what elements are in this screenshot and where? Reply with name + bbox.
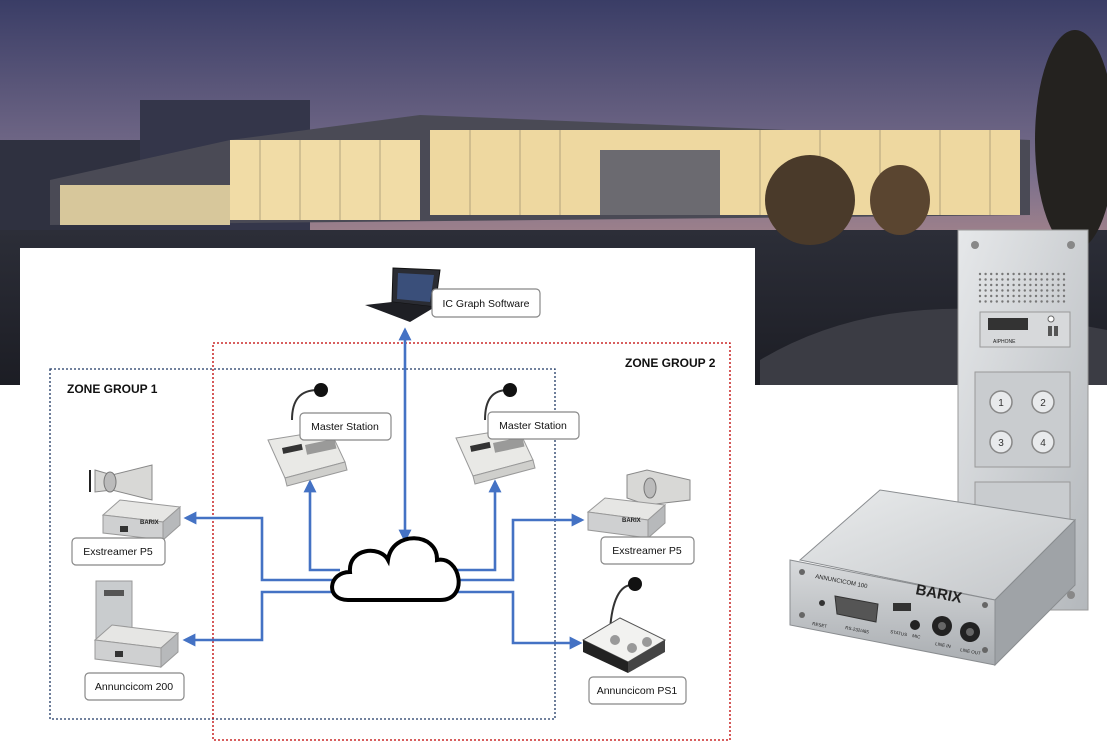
zone-group-1-box <box>49 368 556 720</box>
port-label: RESET <box>812 621 828 629</box>
cloud-icon <box>330 536 461 602</box>
exstreamer-right-label: Exstreamer P5 <box>612 545 682 557</box>
keypad-button-label: 2 <box>1040 398 1046 409</box>
keypad-button-1[interactable]: 1 <box>989 390 1013 414</box>
keypad-button-2[interactable]: 2 <box>1031 390 1055 414</box>
master-station-2-box <box>487 411 580 440</box>
intercom-brand: AIPHONE <box>993 339 1016 345</box>
barix-logo-text: BARIX <box>140 520 159 526</box>
master-station-2-label: Master Station <box>499 420 567 432</box>
annuncicom-200-box <box>84 672 185 701</box>
keypad-button-label: 3 <box>998 438 1004 449</box>
link-master-1 <box>303 479 340 572</box>
link-annuncicom-200 <box>182 590 340 647</box>
horn-speaker-icon <box>626 469 691 506</box>
port-label: LINE IN <box>935 641 951 649</box>
port-label: STATUS <box>890 629 908 637</box>
annuncicom-200-icon <box>93 580 180 669</box>
software-label: IC Graph Software <box>443 298 530 310</box>
port-label: LINE OUT <box>960 647 982 656</box>
exstreamer-box-icon: BARIX <box>586 497 667 540</box>
exstreamer-left-box <box>71 537 166 566</box>
master-station-1-label: Master Station <box>311 421 379 433</box>
port-label: MIC <box>912 633 922 640</box>
keypad-button-label: 1 <box>998 398 1004 409</box>
link-exstreamer-left <box>183 511 340 582</box>
master-station-icon <box>267 383 348 487</box>
network-links <box>182 327 585 650</box>
master-station-1-box <box>299 412 392 441</box>
exstreamer-left-label: Exstreamer P5 <box>83 546 153 558</box>
exstreamer-box-icon: BARIX <box>101 499 182 542</box>
master-station-icon <box>455 383 536 485</box>
horn-speaker-icon <box>89 464 153 501</box>
annuncicom-200-label: Annuncicom 200 <box>95 681 173 693</box>
zone-group-1-label: ZONE GROUP 1 <box>67 382 158 396</box>
zone-group-2-box <box>212 342 731 741</box>
software-label-box <box>431 288 541 318</box>
barix-logo-text: BARIX <box>622 518 641 524</box>
link-master-2 <box>440 479 502 572</box>
keypad-button-3[interactable]: 3 <box>989 430 1013 454</box>
link-exstreamer-right <box>440 513 585 582</box>
laptop-icon <box>365 267 441 322</box>
annuncicom-ps1-box <box>588 676 687 705</box>
exstreamer-right-box <box>600 536 695 565</box>
keypad-button-4[interactable]: 4 <box>1031 430 1055 454</box>
port-label: RS-232/485 <box>845 625 870 635</box>
link-annuncicom-ps1 <box>440 590 583 650</box>
zone-group-2-label: ZONE GROUP 2 <box>625 356 716 370</box>
annuncicom-ps1-label: Annuncicom PS1 <box>597 685 678 697</box>
paging-station-icon <box>581 577 667 673</box>
keypad-button-label: 4 <box>1040 438 1046 449</box>
